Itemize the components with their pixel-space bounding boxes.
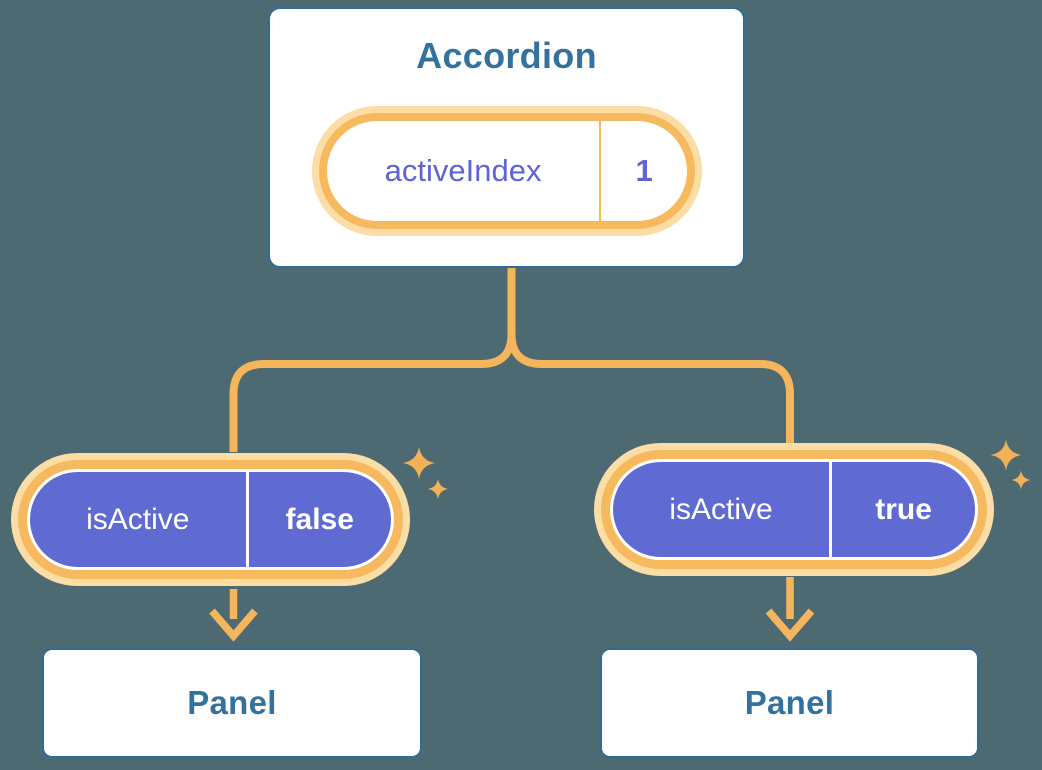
prop-name: isActive (86, 502, 190, 536)
prop-value: true (829, 462, 975, 557)
prop-name: isActive (669, 492, 773, 526)
sparkle-icon (402, 446, 449, 500)
tree-connector (229, 266, 794, 452)
arrow-down-icon (209, 589, 258, 642)
prop-pill-true: isActive true (610, 459, 978, 560)
panel-label: Panel (187, 684, 277, 721)
sparkle-icon (990, 439, 1031, 490)
state-pill: activeIndex 1 (319, 113, 695, 229)
state-name: activeIndex (384, 153, 542, 188)
prop-pill-false: isActive false (27, 469, 394, 570)
prop-value: false (245, 472, 391, 567)
panel-label: Panel (744, 684, 835, 721)
accordion-card: Accordion activeIndex 1 (268, 7, 745, 268)
arrow-down-icon (765, 577, 815, 642)
panel-card-right: Panel (600, 648, 979, 758)
state-value: 1 (599, 121, 687, 221)
panel-card-left: Panel (42, 648, 422, 758)
accordion-title: Accordion (416, 35, 597, 76)
